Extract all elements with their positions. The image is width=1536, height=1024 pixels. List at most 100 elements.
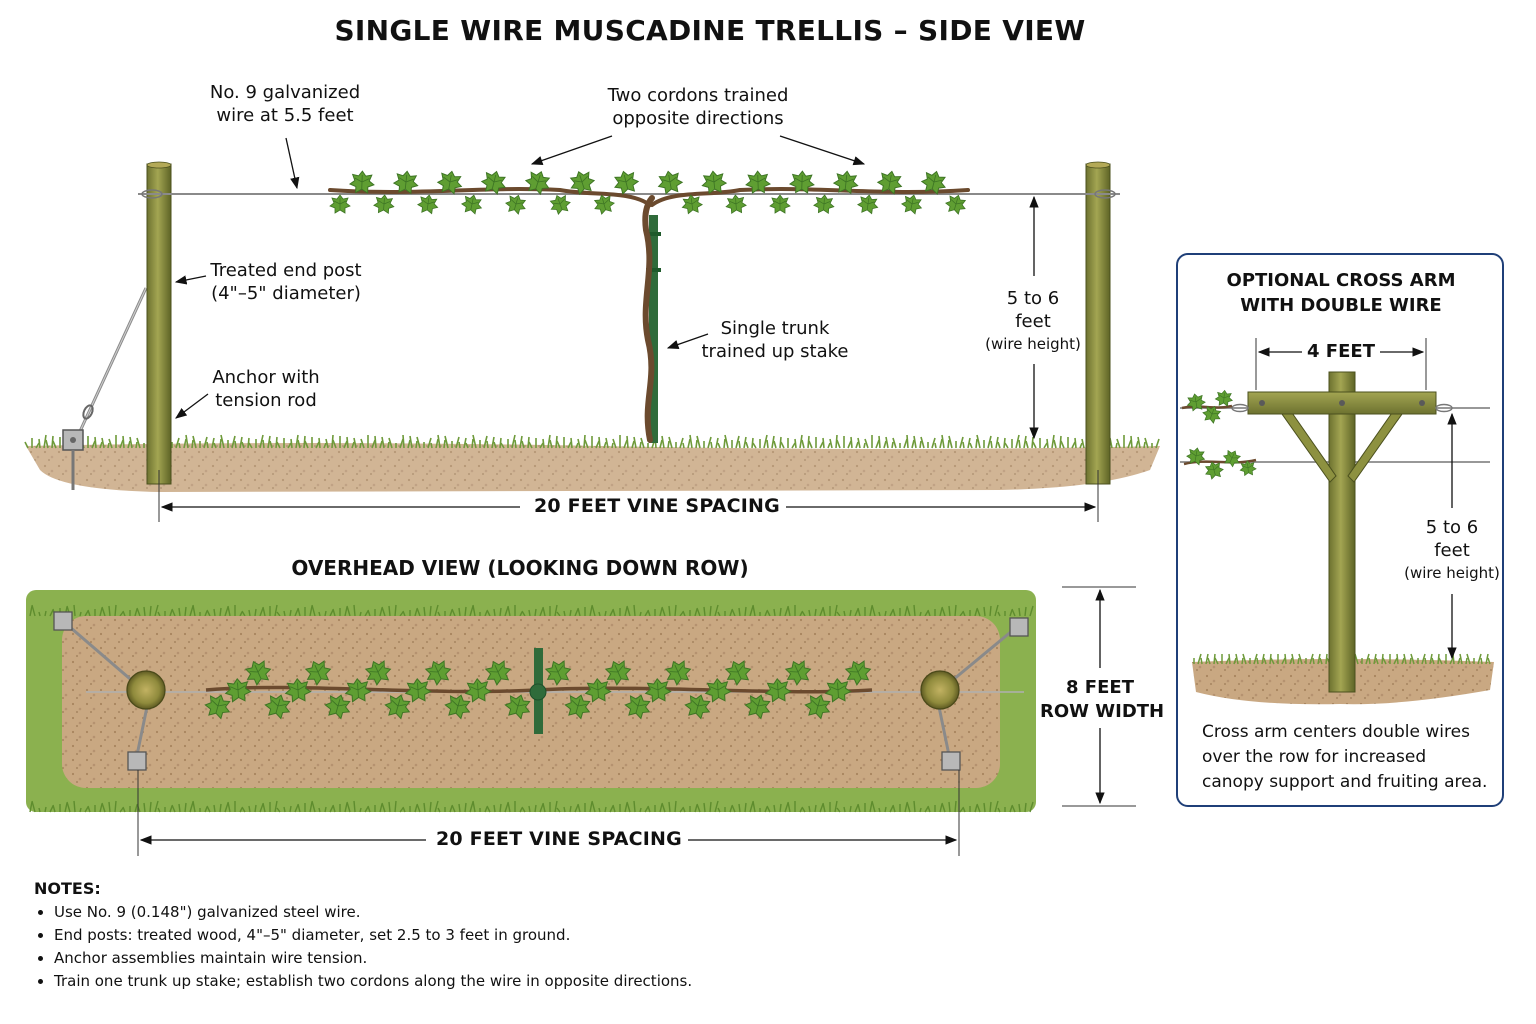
grass-tuft (394, 800, 397, 813)
grass-tuft (679, 611, 684, 617)
grass-tuft (869, 605, 873, 617)
grass-tuft (919, 611, 922, 617)
grass-tuft (507, 801, 511, 813)
grass-tuft (674, 800, 677, 813)
grass-tuft (927, 609, 931, 617)
cross-arm-inset (1180, 338, 1494, 705)
anchor-plate-icon (62, 429, 84, 490)
grass-tuft (191, 439, 194, 449)
grass-tuft (885, 436, 889, 449)
grass-tuft (814, 804, 817, 813)
grass-tuft (1144, 437, 1149, 449)
vine-trunk (642, 195, 655, 443)
grass-tuft (959, 807, 964, 813)
grass-tuft (486, 805, 491, 813)
grass-tuft (184, 802, 187, 813)
grass-tuft (696, 435, 701, 449)
grass-tuft (974, 608, 978, 617)
grass-tuft (717, 807, 721, 813)
grass-tuft (835, 434, 838, 449)
grass-tuft (52, 804, 56, 813)
grass-tuft (204, 610, 208, 617)
grass-tuft (219, 438, 222, 449)
note-item: End posts: treated wood, 4"–5" diameter,… (54, 924, 692, 947)
grass-tuft (834, 800, 838, 813)
grass-tuft (892, 608, 896, 617)
grass-tuft (715, 437, 719, 449)
grass-tuft (903, 438, 908, 449)
grass-tuft (29, 801, 33, 813)
grass-tuft (994, 604, 999, 617)
grape-leaf-icon (769, 194, 791, 214)
grass-tuft (64, 802, 68, 813)
grass-tuft (294, 804, 299, 813)
grass-tuft (878, 435, 881, 449)
grass-tuft (219, 607, 222, 617)
grass-tuft (780, 441, 785, 449)
grass-tuft (414, 608, 418, 617)
grass-tuft (1263, 657, 1267, 665)
grass-tuft (346, 436, 349, 449)
grass-tuft (554, 604, 558, 617)
side-grass (24, 434, 1160, 449)
grass-tuft (983, 802, 986, 813)
grass-tuft (668, 436, 673, 449)
grass-tuft (493, 441, 497, 449)
grass-tuft (304, 440, 309, 449)
note-item: Use No. 9 (0.148") galvanized steel wire… (54, 901, 692, 924)
grass-tuft (575, 442, 579, 449)
grass-tuft (834, 604, 838, 617)
grass-tuft (997, 441, 1001, 449)
grass-tuft (323, 442, 327, 449)
grass-tuft (892, 804, 896, 813)
grass-tuft (528, 441, 533, 449)
grass-tuft (521, 610, 526, 617)
grass-tuft (1459, 653, 1463, 665)
grass-tuft (1431, 657, 1435, 665)
grass-tuft (836, 807, 841, 813)
grass-tuft (556, 807, 561, 813)
grass-tuft (1135, 440, 1139, 449)
grass-tuft (1079, 442, 1083, 449)
inset-height-label: 5 to 6 feet (wire height) (1404, 517, 1500, 582)
grass-tuft (99, 441, 103, 449)
grass-tuft (773, 804, 776, 813)
grass-tuft (976, 434, 981, 449)
grass-tuft (371, 439, 376, 449)
grass-tuft (989, 801, 992, 813)
grass-tuft (409, 435, 413, 449)
inset-title: OPTIONAL CROSS ARM WITH DOUBLE WIRE (1226, 270, 1456, 316)
grass-tuft (784, 606, 789, 617)
grass-tuft (119, 611, 124, 617)
grass-tuft (857, 803, 861, 813)
grape-leaf-icon (522, 167, 554, 197)
grass-tuft (429, 605, 432, 617)
grass-tuft (913, 604, 916, 617)
grass-tuft (143, 802, 146, 813)
grass-tuft (714, 604, 719, 617)
grass-tuft (84, 610, 89, 617)
grass-tuft (239, 436, 243, 449)
grass-tuft (283, 806, 286, 813)
grass-tuft (259, 434, 264, 449)
end-post-label: Treated end post (4"–5" diameter) (210, 260, 362, 304)
grass-tuft (995, 436, 999, 449)
inset-post (1328, 371, 1356, 693)
inset-description: Cross arm centers double wires over the … (1202, 722, 1488, 792)
grass-tuft (114, 604, 117, 617)
grass-tuft (1242, 653, 1247, 665)
grass-tuft (779, 607, 782, 617)
grass-tuft (1465, 657, 1468, 665)
grass-tuft (819, 441, 824, 449)
grass-tuft (603, 441, 607, 449)
grass-tuft (122, 435, 125, 449)
grass-tuft (169, 805, 173, 813)
grass-tuft (311, 604, 316, 617)
grass-tuft (584, 439, 589, 449)
grass-tuft (738, 803, 741, 813)
grass-tuft (364, 806, 369, 813)
grass-tuft (1382, 657, 1387, 665)
overhead-view-title: OVERHEAD VIEW (LOOKING DOWN ROW) (291, 556, 749, 580)
grass-tuft (44, 806, 47, 813)
grass-tuft (211, 437, 215, 449)
